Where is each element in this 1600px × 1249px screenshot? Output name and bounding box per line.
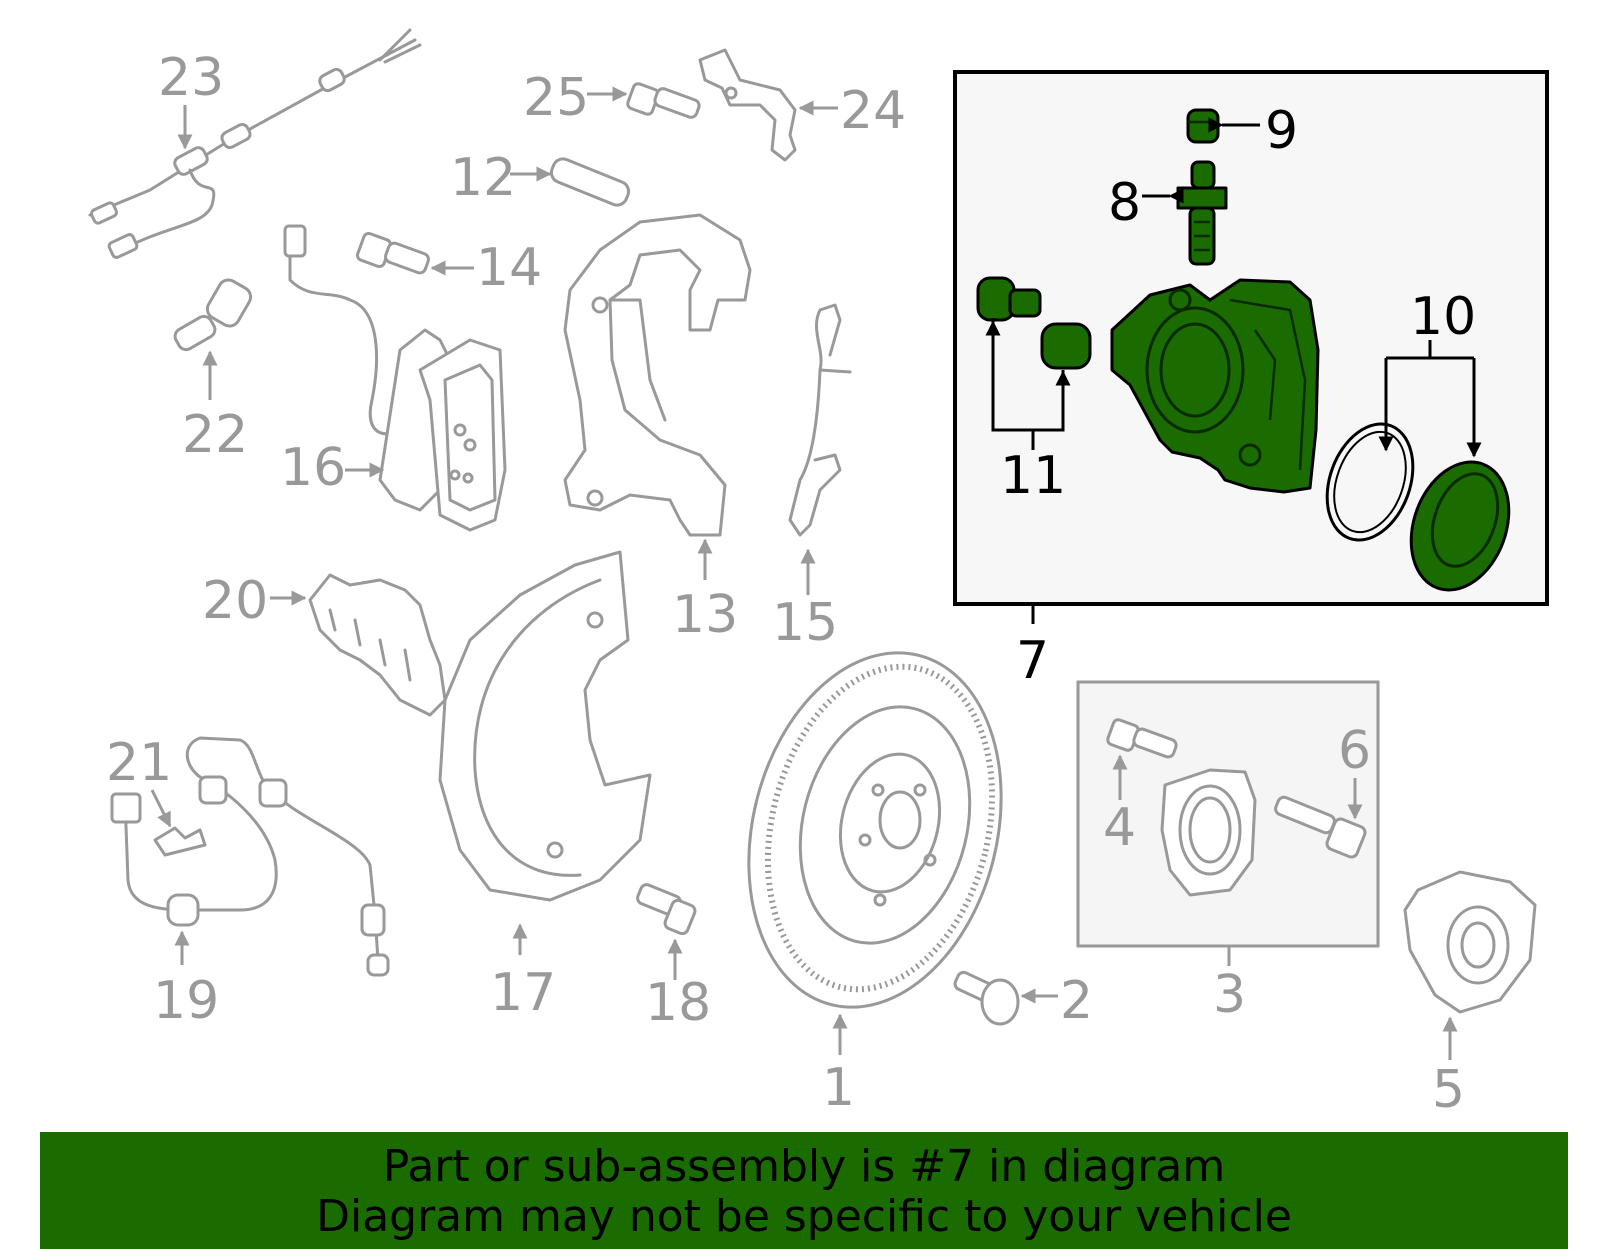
banner-line-1: Part or sub-assembly is #7 in diagram	[382, 1141, 1226, 1192]
callout-7: 7	[1016, 631, 1049, 691]
callout-13: 13	[672, 585, 738, 645]
callout-1: 1	[822, 1058, 855, 1118]
callout-3: 3	[1213, 965, 1246, 1025]
callout-6: 6	[1338, 721, 1371, 781]
callout-12: 12	[450, 148, 516, 208]
splash-shield-part[interactable]	[438, 550, 652, 955]
callout-4: 4	[1103, 798, 1136, 858]
guide-pin-12-part[interactable]	[510, 156, 632, 208]
callout-10: 10	[1410, 287, 1476, 347]
hub-bearing-kit-part[interactable]	[1076, 680, 1380, 966]
callout-24: 24	[840, 81, 906, 141]
wheel-speed-sensor-part[interactable]	[172, 276, 254, 400]
clip-20-part[interactable]	[270, 573, 447, 717]
callout-17: 17	[490, 963, 556, 1023]
brake-rotor-part[interactable]	[713, 626, 1037, 1055]
callout-15: 15	[772, 593, 838, 653]
info-banner: Part or sub-assembly is #7 in diagram Di…	[40, 1132, 1568, 1249]
callout-5: 5	[1432, 1060, 1465, 1120]
callout-20: 20	[202, 571, 268, 631]
callout-16: 16	[280, 438, 346, 498]
piston-seal-kit-part[interactable]	[1312, 340, 1526, 604]
callout-18: 18	[645, 973, 711, 1033]
callout-14: 14	[476, 238, 542, 298]
wire-harness-part[interactable]	[88, 28, 422, 259]
callout-8: 8	[1108, 173, 1141, 233]
bolt-14-part[interactable]	[355, 231, 474, 276]
callout-21: 21	[106, 733, 172, 793]
wheel-hub-part[interactable]	[1403, 870, 1537, 1060]
bleeder-cap-part[interactable]	[1186, 108, 1260, 144]
caliper-bracket-part[interactable]	[563, 213, 752, 580]
rotor-screw-part[interactable]	[953, 970, 1058, 1026]
callout-11: 11	[1000, 446, 1066, 506]
bleeder-screw-part[interactable]	[1142, 160, 1228, 266]
callout-19: 19	[153, 971, 219, 1031]
banner-line-2: Diagram may not be specific to your vehi…	[316, 1191, 1292, 1242]
bolt-18-part[interactable]	[636, 883, 697, 980]
brake-caliper-part[interactable]	[1110, 278, 1320, 494]
callout-22: 22	[182, 405, 248, 465]
brake-hose-part[interactable]	[110, 736, 390, 977]
bolt-25-part[interactable]	[587, 82, 701, 119]
bracket-24-part[interactable]	[698, 48, 838, 162]
callout-25: 25	[523, 68, 589, 128]
callout-2: 2	[1060, 971, 1093, 1031]
callout-23: 23	[158, 48, 224, 108]
anti-rattle-spring-part[interactable]	[788, 303, 852, 595]
callout-9: 9	[1265, 101, 1298, 161]
hose-clip-part[interactable]	[150, 789, 207, 857]
brake-pads-part[interactable]	[283, 224, 507, 532]
guide-pin-part[interactable]	[976, 276, 1092, 450]
